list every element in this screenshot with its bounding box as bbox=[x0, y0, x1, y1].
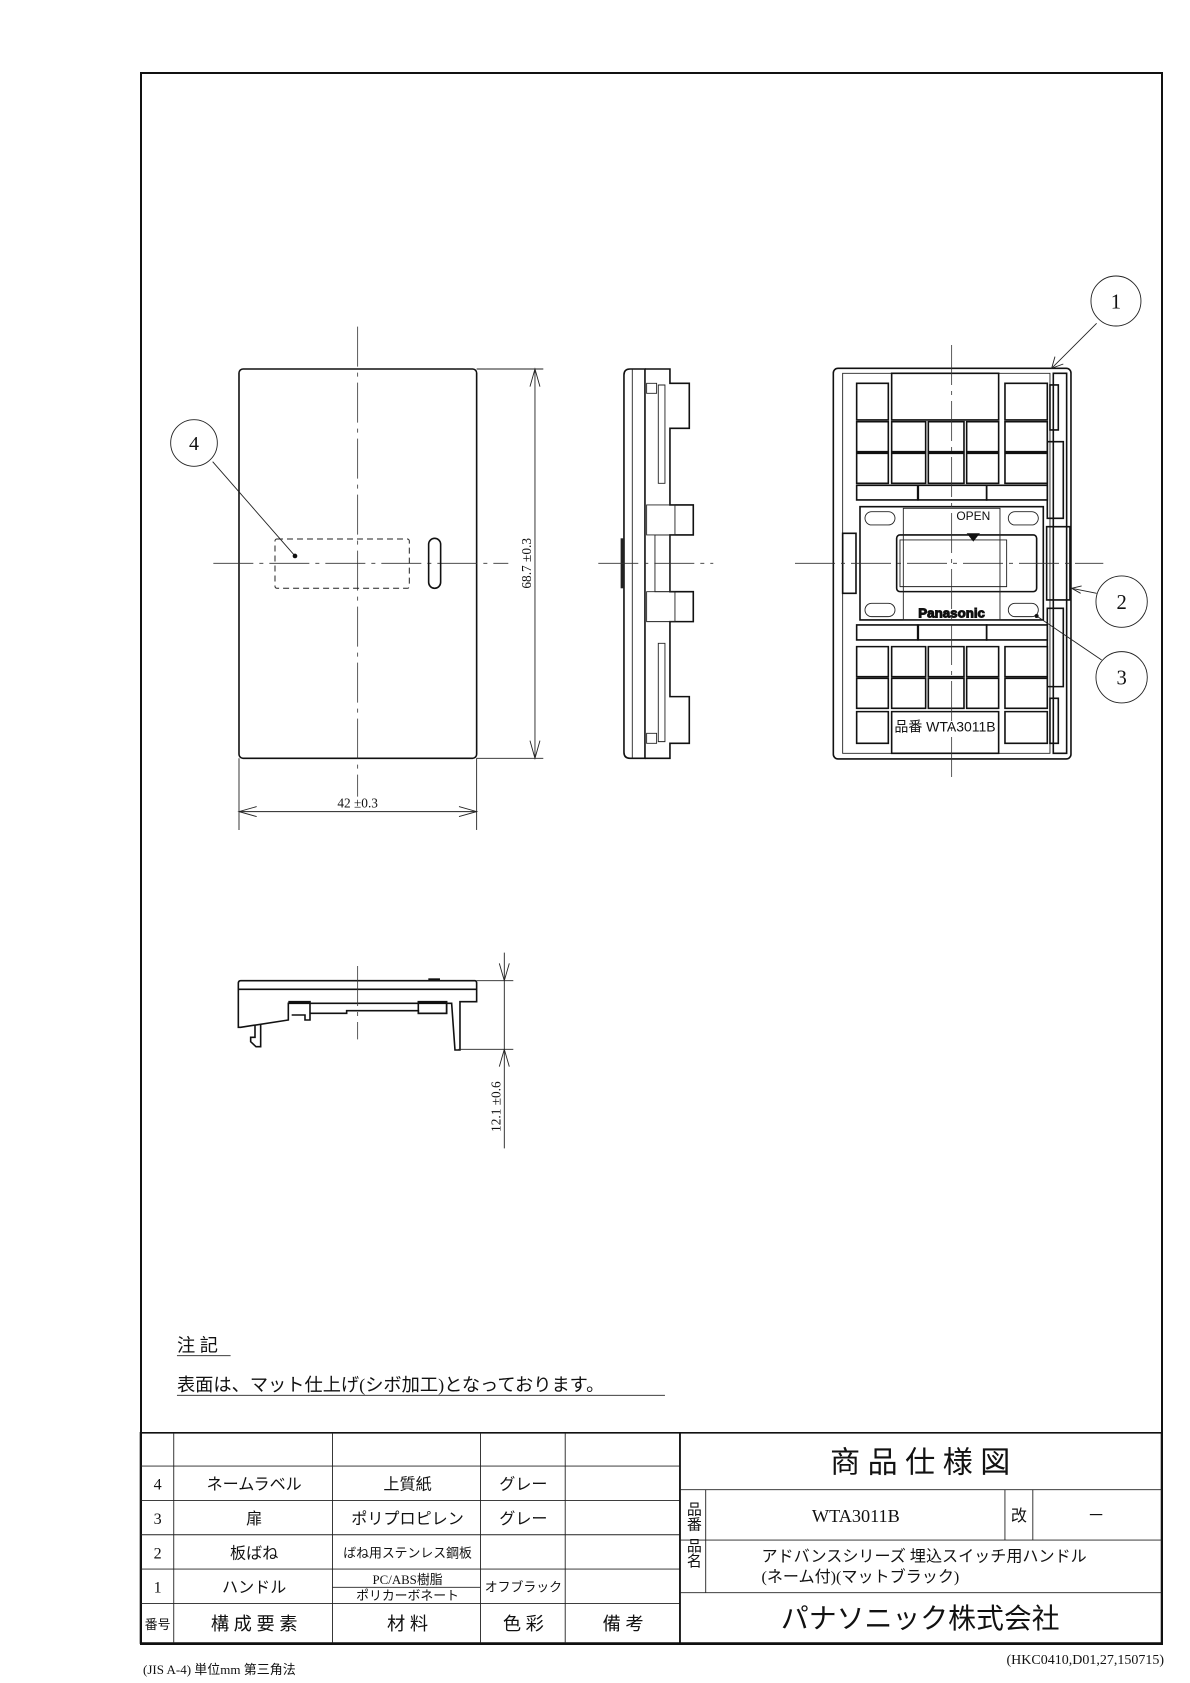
row-material: ばね用ステンレス鋼板 bbox=[343, 1546, 472, 1560]
product-name-line-2: (ネーム付)(マットブラック) bbox=[761, 1567, 959, 1586]
balloon-1-label: 1 bbox=[1111, 291, 1121, 313]
row-no: 2 bbox=[154, 1545, 162, 1562]
revision-value: － bbox=[1088, 1506, 1105, 1525]
row-material-2: ポリカーボネート bbox=[356, 1589, 459, 1603]
product-name-label: 品名 bbox=[685, 1538, 702, 1568]
row-no: 1 bbox=[154, 1580, 162, 1597]
brand-label: Panasonic bbox=[918, 605, 985, 620]
drawing-title: 商 品 仕 様 図 bbox=[830, 1447, 1010, 1480]
width-dimension: 42 ±0.3 bbox=[337, 795, 378, 810]
row-name: 扉 bbox=[246, 1510, 262, 1528]
name-label-area bbox=[275, 539, 409, 588]
side-view bbox=[598, 369, 713, 758]
header-remarks: 備 考 bbox=[603, 1614, 644, 1634]
open-label: OPEN bbox=[956, 509, 990, 523]
balloon-4 bbox=[171, 420, 218, 467]
header-no: 番号 bbox=[145, 1618, 171, 1632]
balloon-2-label: 2 bbox=[1116, 592, 1126, 614]
balloon-2 bbox=[1096, 576, 1147, 627]
balloon-1 bbox=[1091, 276, 1141, 326]
sheet-frame bbox=[141, 73, 1162, 1644]
front-view: 4 68.7 ±0.3 42 ±0.3 bbox=[171, 327, 714, 830]
notes-text: 表面は、マット仕上げ(シボ加工)となっております。 bbox=[177, 1375, 604, 1396]
row-color: グレー bbox=[499, 1510, 547, 1528]
company-name: パナソニック株式会社 bbox=[781, 1603, 1060, 1635]
footer-left: (JIS A-4) 単位mm 第三角法 bbox=[143, 1662, 296, 1677]
row-material: PC/ABS樹脂 bbox=[373, 1573, 443, 1587]
height-dimension: 68.7 ±0.3 bbox=[519, 538, 534, 589]
row-name: ネームラベル bbox=[207, 1476, 302, 1494]
notes-heading: 注 記 bbox=[177, 1335, 218, 1355]
rear-view: OPEN Panasonic 品番 WTA3011B 1 2 3 bbox=[795, 276, 1147, 778]
balloon-4-label: 4 bbox=[189, 433, 199, 455]
row-material: ポリプロピレン bbox=[351, 1510, 464, 1528]
notes: 注 記 表面は、マット仕上げ(シボ加工)となっております。 bbox=[177, 1335, 665, 1396]
indicator-slot bbox=[429, 538, 441, 588]
row-no: 4 bbox=[154, 1477, 162, 1494]
product-name-line-1: アドバンスシリーズ 埋込スイッチ用ハンドル bbox=[761, 1548, 1086, 1566]
part-number: WTA3011B bbox=[812, 1506, 900, 1526]
row-no: 3 bbox=[154, 1511, 162, 1528]
row-color: グレー bbox=[499, 1476, 547, 1494]
header-color: 色 彩 bbox=[503, 1614, 544, 1634]
header-material: 材 料 bbox=[387, 1614, 428, 1634]
header-name: 構 成 要 素 bbox=[211, 1614, 298, 1634]
balloon-3-label: 3 bbox=[1116, 668, 1126, 690]
part-no-label: 品番 bbox=[685, 1501, 702, 1531]
footer-right: (HKC0410,D01,27,150715) bbox=[1007, 1653, 1165, 1668]
parts-table: 4 ネームラベル 上質紙 グレー 3 扉 ポリプロピレン グレー 2 板ばね ば… bbox=[140, 1433, 679, 1643]
part-number-label: 品番 WTA3011B bbox=[894, 719, 995, 735]
depth-dimension: 12.1 ±0.6 bbox=[489, 1081, 504, 1132]
balloon-3 bbox=[1096, 652, 1147, 703]
title-block: 商 品 仕 様 図 品番 WTA3011B 改 － 品名 アドバンスシリーズ 埋… bbox=[680, 1433, 1162, 1643]
revision-label: 改 bbox=[1011, 1507, 1027, 1525]
bottom-view: 12.1 ±0.6 bbox=[238, 953, 513, 1149]
row-name: ハンドル bbox=[222, 1580, 286, 1597]
row-color: オフブラック bbox=[485, 1580, 562, 1595]
row-material: 上質紙 bbox=[383, 1476, 431, 1494]
row-name: 板ばね bbox=[230, 1544, 278, 1562]
